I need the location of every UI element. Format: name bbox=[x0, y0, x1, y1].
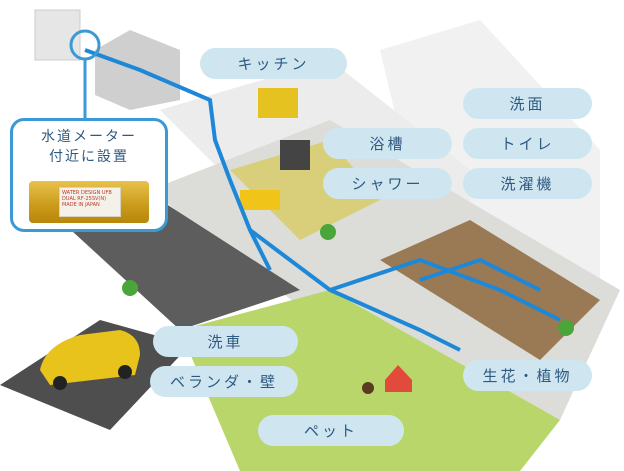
label-bathtub: 浴槽 bbox=[323, 128, 452, 159]
device-label: WATER DESIGN UFB DUAL RF-25SV(N) MADE IN… bbox=[59, 187, 121, 217]
meter-callout: 水道メーター 付近に設置 WATER DESIGN UFB DUAL RF-25… bbox=[10, 118, 168, 232]
label-veranda-wall: ベランダ・壁 bbox=[150, 366, 298, 397]
label-pet: ペット bbox=[258, 415, 404, 446]
label-car-wash: 洗車 bbox=[153, 326, 298, 357]
kitchen-cabinet bbox=[258, 88, 298, 118]
plant bbox=[558, 320, 574, 336]
label-kitchen: キッチン bbox=[200, 48, 347, 79]
label-toilet: トイレ bbox=[463, 128, 592, 159]
label-washroom: 洗面 bbox=[463, 88, 592, 119]
plant bbox=[122, 280, 138, 296]
dog bbox=[362, 382, 374, 394]
water-pipes bbox=[84, 48, 561, 352]
device-label-text: WATER DESIGN UFB DUAL RF-25SV(N) MADE IN… bbox=[62, 190, 112, 208]
living-floor bbox=[60, 200, 300, 330]
dining-table bbox=[240, 190, 280, 210]
label-plants: 生花・植物 bbox=[463, 360, 592, 391]
label-shower: シャワー bbox=[323, 168, 452, 199]
car bbox=[40, 330, 140, 390]
ufb-device-image: WATER DESIGN UFB DUAL RF-25SV(N) MADE IN… bbox=[29, 181, 149, 223]
dog-house bbox=[385, 365, 412, 392]
label-washing-machine: 洗濯機 bbox=[463, 168, 592, 199]
oven bbox=[280, 140, 310, 170]
bath-floor bbox=[380, 220, 600, 360]
plant bbox=[320, 224, 336, 240]
callout-line2: 付近に設置 bbox=[49, 149, 129, 165]
dining-floor bbox=[230, 140, 380, 240]
callout-line1: 水道メーター bbox=[41, 129, 137, 145]
